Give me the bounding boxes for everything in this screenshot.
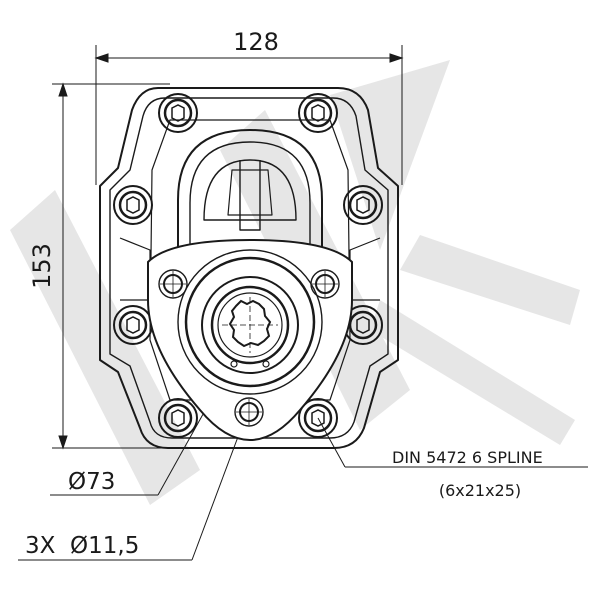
flange-hole-bottom	[234, 397, 264, 427]
bolt-top-right	[298, 93, 338, 133]
flange-hole-right	[310, 269, 340, 299]
bolt-bottom-right	[298, 398, 338, 438]
height-dimension-label: 153	[28, 243, 56, 289]
holes-label: 3X Ø11,5	[25, 533, 139, 559]
flange	[147, 238, 353, 442]
bolt-mid-right	[343, 185, 383, 225]
pump-body	[99, 87, 399, 449]
spline-callout-line1: DIN 5472 6 SPLINE	[392, 448, 543, 467]
flange-diameter-label: Ø73	[68, 469, 115, 495]
flange-hole-left	[158, 269, 188, 299]
bolts	[113, 93, 383, 438]
bolt-bottom-left	[158, 398, 198, 438]
bolt-low-left	[113, 305, 153, 345]
bolt-mid-left	[113, 185, 153, 225]
spline-callout-line2: (6x21x25)	[439, 481, 521, 500]
width-dimension-label: 128	[233, 28, 279, 56]
spline-shaft	[201, 276, 299, 374]
bolt-top-left	[158, 93, 198, 133]
